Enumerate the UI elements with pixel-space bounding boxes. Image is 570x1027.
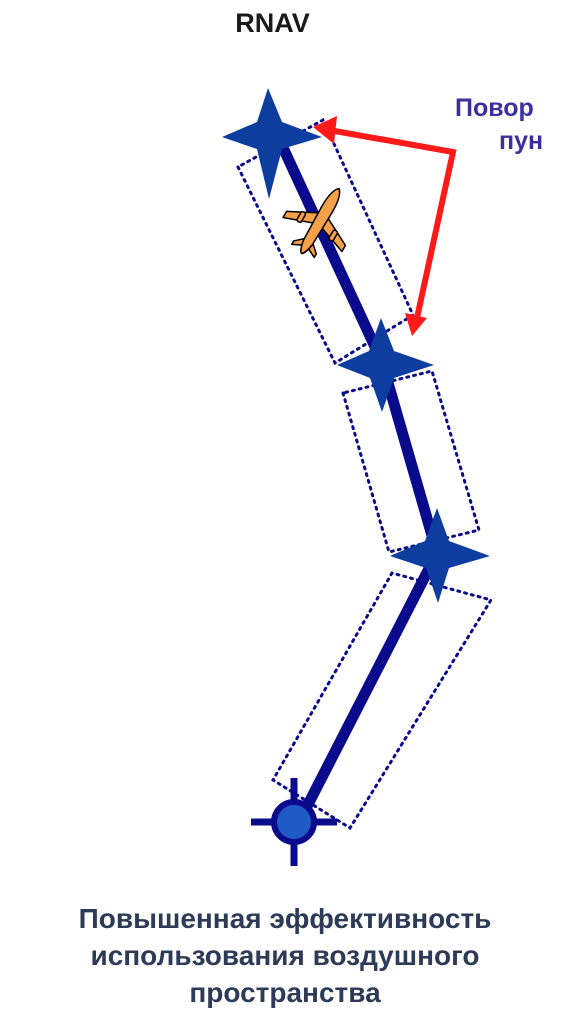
caption-line-1: Повышенная эффективность	[78, 903, 492, 934]
benefit-caption: Повышенная эффективность использования в…	[0, 900, 570, 1011]
waypoint-3-icon	[390, 508, 490, 603]
vor-station-icon	[251, 778, 337, 866]
route-line	[267, 120, 443, 828]
waypoint-1-icon	[222, 88, 322, 199]
callout-line-1: Повор	[455, 94, 534, 122]
turn-waypoint-callout: Повор пун	[455, 92, 570, 158]
page-title: RNAV	[235, 8, 310, 38]
caption-line-3: пространства	[189, 977, 381, 1008]
route-corridor-2	[341, 369, 481, 554]
route-corridor-3	[270, 571, 494, 831]
callout-line-2: пун	[499, 127, 544, 155]
waypoint-2-icon	[337, 318, 434, 412]
turn-arrow	[313, 116, 457, 336]
caption-line-2: использования воздушного	[90, 940, 480, 971]
airplane-icon	[282, 187, 347, 259]
